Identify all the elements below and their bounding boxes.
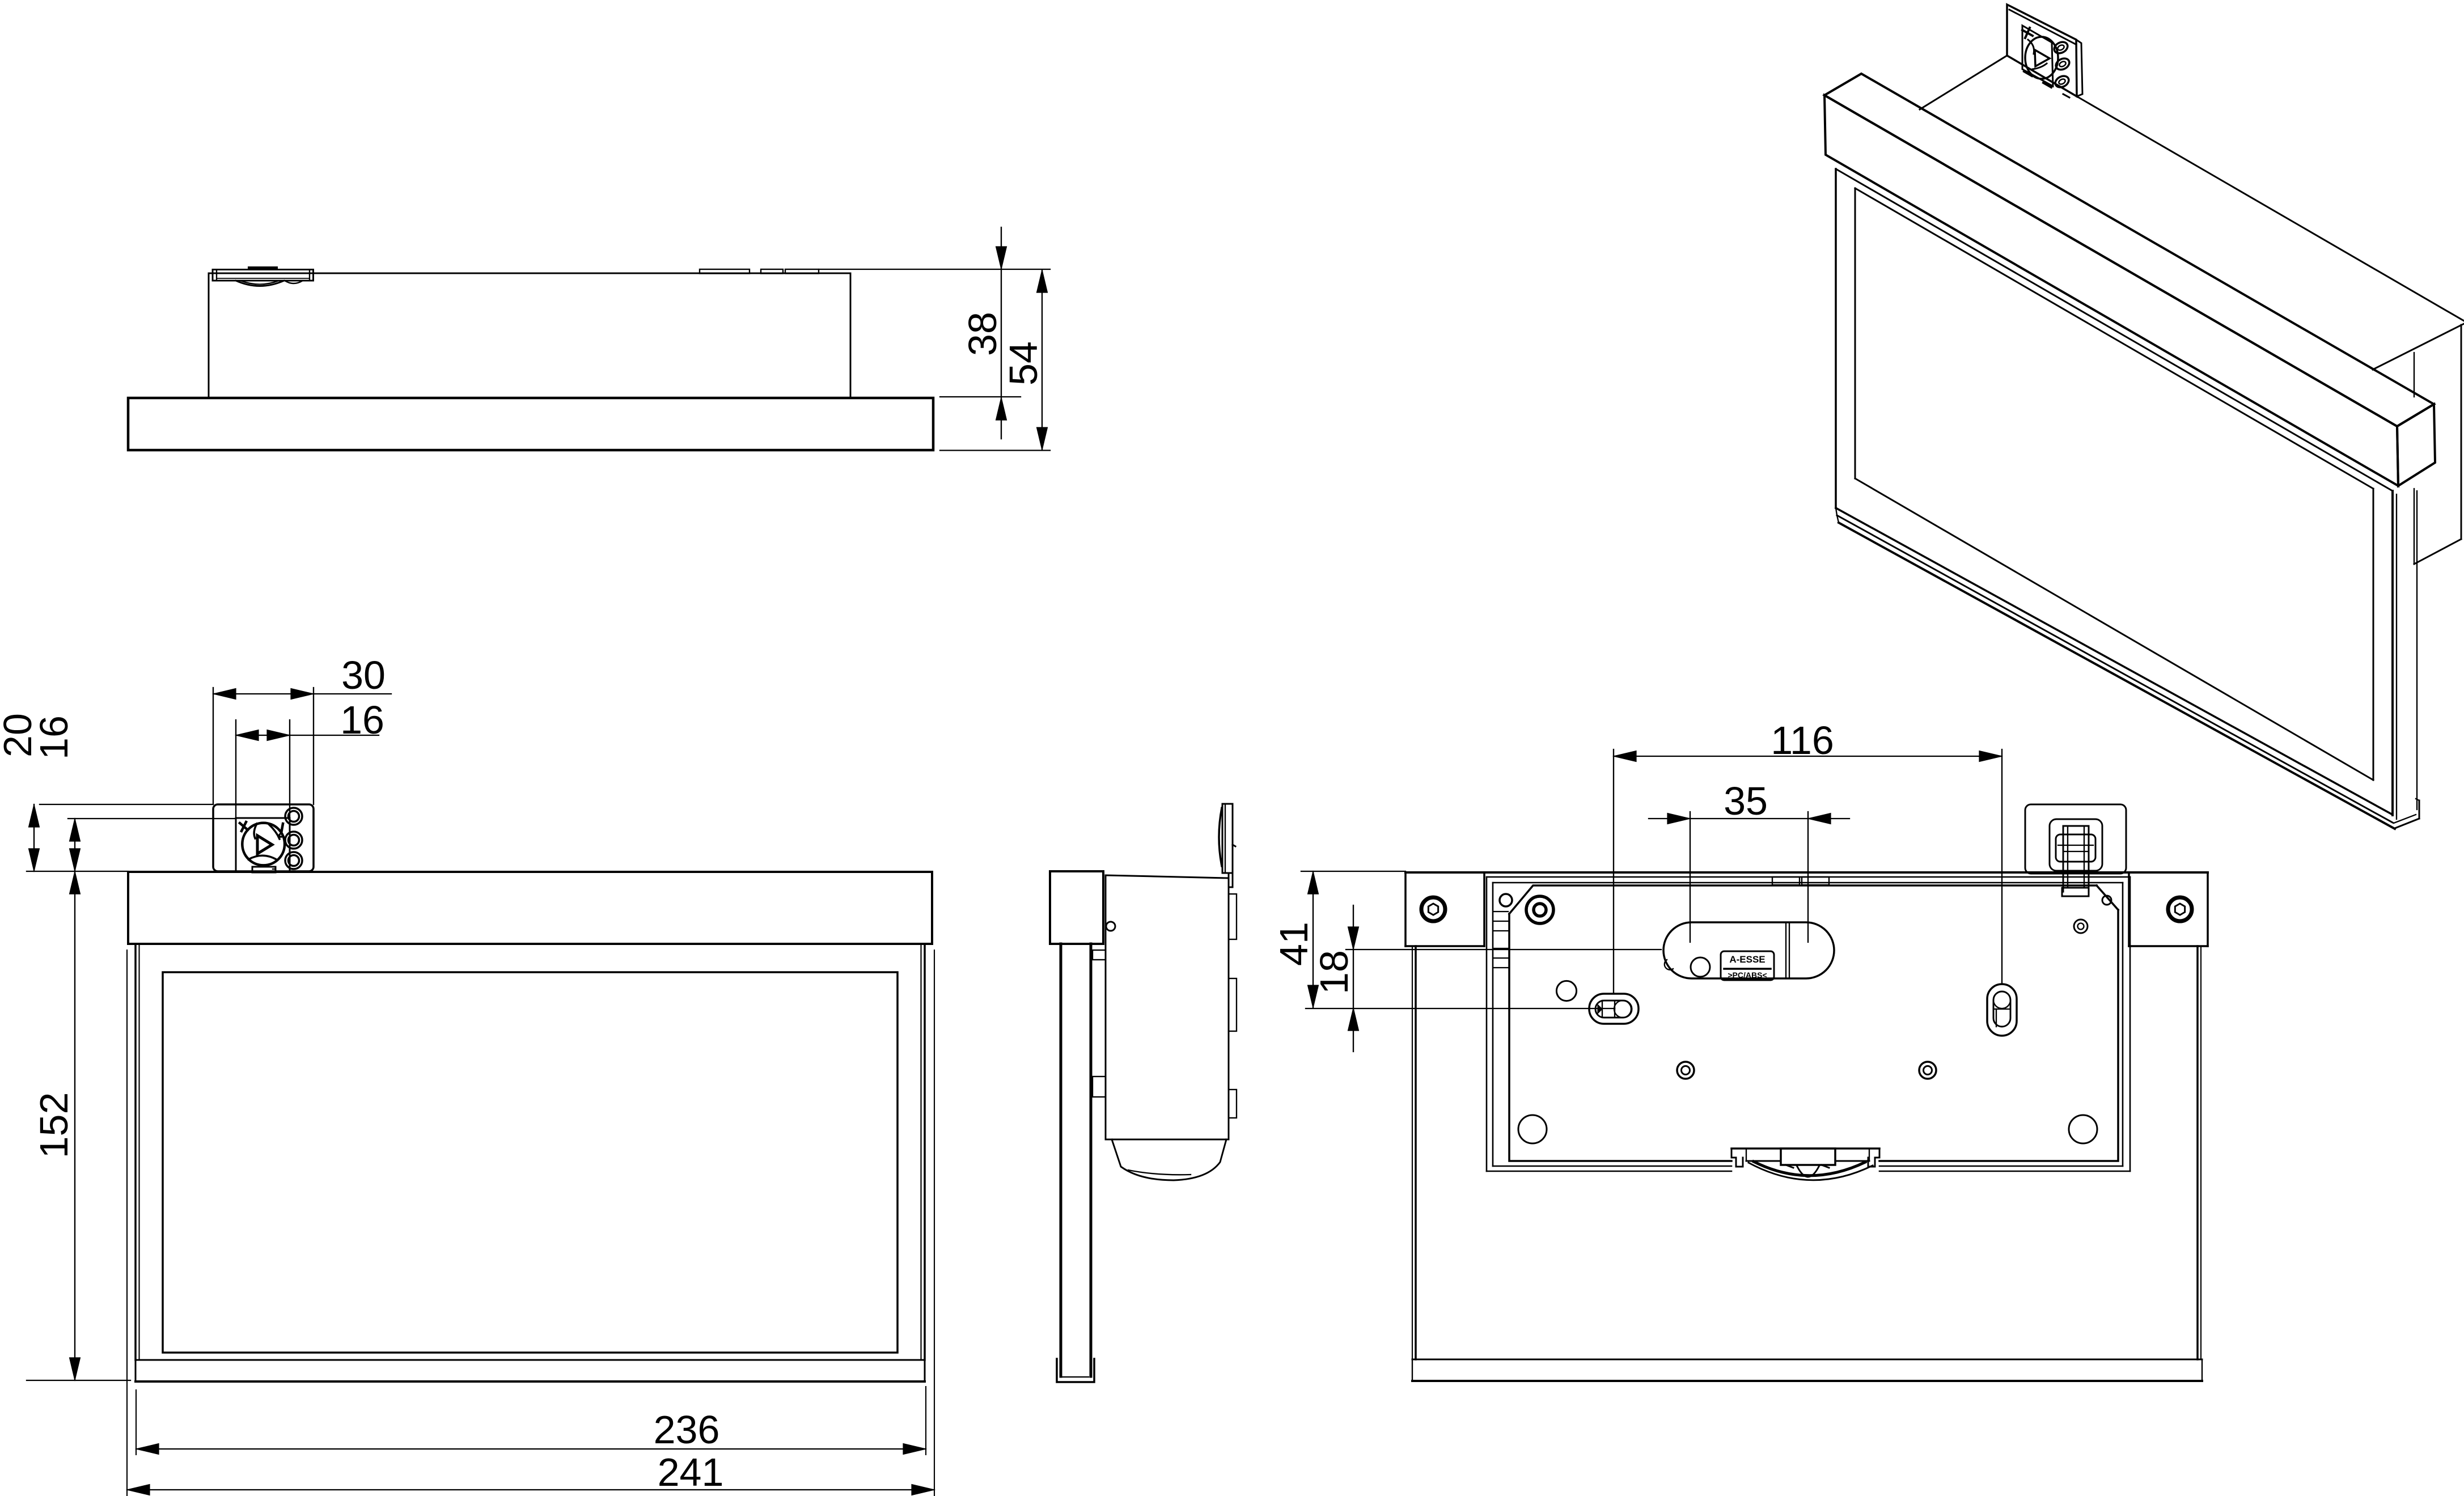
svg-text:>PC/ABS<: >PC/ABS<: [1728, 971, 1767, 980]
svg-text:116: 116: [1771, 718, 1834, 762]
svg-text:41: 41: [1272, 922, 1316, 966]
svg-text:152: 152: [32, 1092, 76, 1159]
svg-text:35: 35: [1724, 779, 1768, 823]
svg-text:54: 54: [1001, 341, 1045, 385]
svg-text:20: 20: [0, 713, 40, 757]
svg-text:16: 16: [32, 715, 76, 760]
svg-text:16: 16: [340, 698, 384, 742]
svg-text:38: 38: [960, 312, 1005, 356]
svg-text:30: 30: [341, 653, 386, 697]
svg-text:18: 18: [1312, 950, 1356, 994]
svg-text:241: 241: [658, 1450, 724, 1494]
svg-text:236: 236: [654, 1408, 720, 1452]
svg-text:A-ESSE: A-ESSE: [1729, 954, 1765, 965]
